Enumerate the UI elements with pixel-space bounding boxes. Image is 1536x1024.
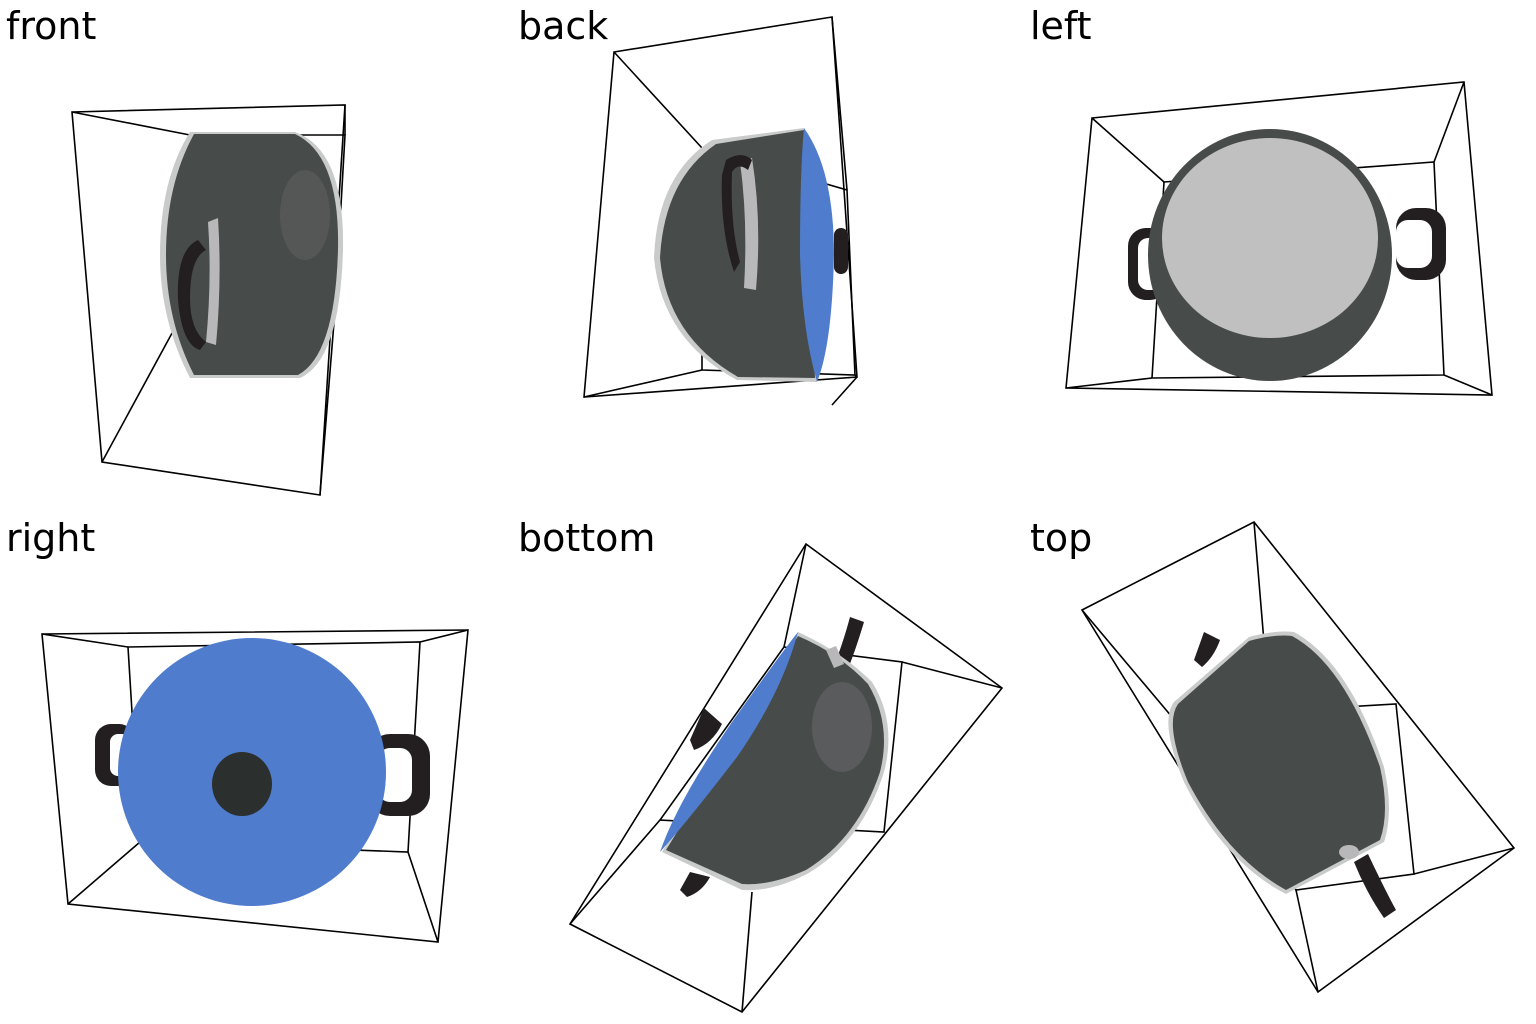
view-back-render: [583, 16, 858, 406]
bounding-box: [568, 542, 1004, 1014]
view-bottom-render: [568, 542, 1004, 1014]
view-top-render: [1080, 520, 1516, 994]
panel-right: right: [0, 512, 512, 1024]
view-left-render: [1065, 81, 1493, 396]
panel-left: left: [1024, 0, 1536, 512]
view-label-front: front: [6, 4, 97, 48]
pot: [1128, 129, 1446, 381]
pot: [95, 638, 430, 906]
panel-top: top: [1024, 512, 1536, 1024]
panel-bottom: bottom: [512, 512, 1024, 1024]
pot: [160, 132, 344, 378]
pot: [660, 617, 889, 897]
view-label-back: back: [518, 4, 609, 48]
view-label-bottom: bottom: [518, 516, 656, 560]
panel-front: front: [0, 0, 512, 512]
view-front-render: [71, 104, 346, 496]
view-label-right: right: [6, 516, 96, 560]
pot: [654, 128, 848, 382]
view-label-top: top: [1030, 516, 1093, 560]
panel-back: back: [512, 0, 1024, 512]
pot: [1168, 631, 1396, 918]
view-right-render: [41, 629, 469, 943]
view-label-left: left: [1030, 4, 1092, 48]
